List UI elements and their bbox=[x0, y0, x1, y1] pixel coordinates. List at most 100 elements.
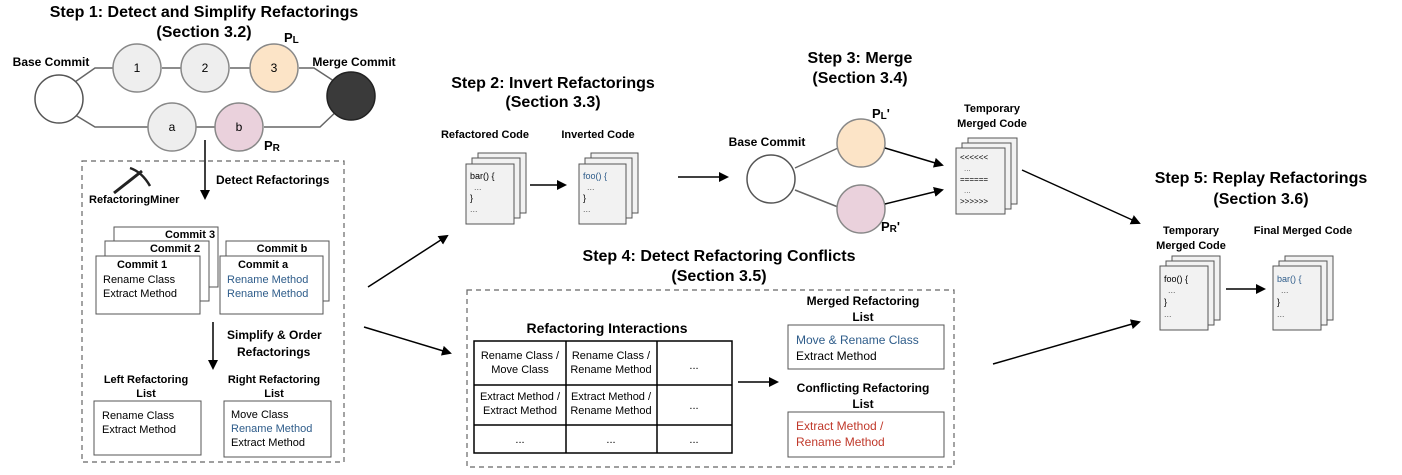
step5-title: Step 5: Replay Refactorings bbox=[1155, 170, 1368, 187]
step3-pl-label: PL' bbox=[872, 106, 890, 122]
commit-b-label: b bbox=[236, 120, 243, 134]
svg-text:...: ... bbox=[964, 186, 971, 195]
inverted-code-doc: foo() { ... } ... bbox=[578, 152, 639, 225]
svg-text:...: ... bbox=[1164, 309, 1172, 319]
commit-2-node bbox=[180, 43, 230, 93]
right-list-title: Right Refactoring bbox=[228, 374, 320, 386]
commit-a-title: Commit a bbox=[238, 259, 289, 271]
step1-section: (Section 3.2) bbox=[156, 24, 251, 41]
step5-temp-label: Temporary bbox=[1163, 225, 1220, 237]
step4-title: Step 4: Detect Refactoring Conflicts bbox=[583, 248, 856, 265]
commit-1-node bbox=[112, 43, 162, 93]
step3-pr-node bbox=[836, 184, 886, 234]
arrow-to-step2 bbox=[367, 234, 449, 288]
step5-section: (Section 3.6) bbox=[1213, 191, 1308, 208]
conflict-list-item: Extract Method / bbox=[796, 419, 884, 433]
inverted-code-label: Inverted Code bbox=[561, 129, 634, 141]
svg-text:Commit b: Commit b bbox=[257, 243, 308, 255]
table-cell: Extract Method / bbox=[571, 391, 652, 403]
svg-text:...: ... bbox=[1277, 309, 1285, 319]
merged-list-item: Move & Rename Class bbox=[796, 333, 919, 347]
temp-merged-code-doc: <<<<<< ... ====== ... >>>>>> bbox=[955, 137, 1018, 215]
step2-title: Step 2: Invert Refactorings bbox=[451, 75, 655, 92]
svg-text:...: ... bbox=[474, 182, 482, 192]
right-list-item: Move Class bbox=[231, 409, 289, 421]
table-cell: Extract Method bbox=[483, 405, 557, 417]
interactions-table bbox=[473, 340, 733, 454]
step3-base-commit-node bbox=[746, 154, 796, 204]
table-cell: Rename Class / bbox=[572, 350, 651, 362]
refactoringminer-label: RefactoringMiner bbox=[89, 194, 180, 206]
step4-dashed-box bbox=[466, 289, 955, 468]
svg-text:bar() {: bar() { bbox=[470, 171, 495, 181]
right-list-title: List bbox=[264, 388, 284, 400]
svg-text:...: ... bbox=[583, 204, 591, 214]
step1-pl-label: PL bbox=[284, 30, 299, 46]
commit-a-label: a bbox=[169, 120, 176, 134]
right-stack-item: Rename Method bbox=[227, 288, 308, 300]
svg-text:}: } bbox=[1277, 297, 1280, 307]
svg-text:<<<<<<: <<<<<< bbox=[960, 153, 988, 162]
step1-merge-commit-label: Merge Commit bbox=[312, 55, 395, 69]
left-refactoring-list-box bbox=[93, 400, 202, 456]
commit-3-node bbox=[249, 43, 299, 93]
final-merged-code-doc: bar() { ... } ... bbox=[1272, 255, 1334, 331]
step3-pr-label: PR' bbox=[881, 219, 900, 235]
table-cell: ... bbox=[515, 434, 524, 446]
interactions-table-title: Refactoring Interactions bbox=[526, 320, 687, 336]
right-list-item: Extract Method bbox=[231, 437, 305, 449]
step3-pl-node bbox=[836, 118, 886, 168]
arrow-to-step5-bottom bbox=[992, 319, 1141, 365]
svg-text:}: } bbox=[1164, 297, 1167, 307]
step3-section: (Section 3.4) bbox=[812, 70, 907, 87]
svg-text:foo() {: foo() { bbox=[583, 171, 607, 181]
step2-section: (Section 3.3) bbox=[505, 94, 600, 111]
arrow-to-step4 bbox=[363, 326, 452, 356]
conflict-list-title: List bbox=[852, 397, 873, 411]
step1-title: Step 1: Detect and Simplify Refactorings bbox=[50, 4, 359, 21]
right-refactoring-list-box bbox=[223, 400, 332, 458]
right-list-item: Rename Method bbox=[231, 423, 312, 435]
svg-text:======: ====== bbox=[960, 175, 988, 184]
table-cell: ... bbox=[689, 400, 698, 412]
refactored-code-label: Refactored Code bbox=[441, 129, 529, 141]
merged-list-title: List bbox=[852, 310, 873, 324]
table-cell: Extract Method / bbox=[480, 391, 561, 403]
simplify-label: Refactorings bbox=[237, 345, 311, 359]
svg-text:}: } bbox=[583, 193, 586, 203]
step1-pr-label: PR bbox=[264, 138, 281, 154]
temp-merged-label: Temporary bbox=[964, 103, 1021, 115]
svg-text:...: ... bbox=[1168, 285, 1176, 295]
left-list-item: Rename Class bbox=[102, 410, 175, 422]
left-stack-item: Rename Class bbox=[103, 274, 176, 286]
commit-1-title: Commit 1 bbox=[117, 259, 167, 271]
svg-text:foo() {: foo() { bbox=[1164, 274, 1188, 284]
merged-list-title: Merged Refactoring bbox=[807, 294, 920, 308]
commit-a-node bbox=[147, 102, 197, 152]
commit-1-label: 1 bbox=[134, 61, 141, 75]
table-cell: Rename Class / bbox=[481, 350, 560, 362]
step1-dashed-box bbox=[81, 160, 345, 463]
final-merged-label: Final Merged Code bbox=[1254, 225, 1352, 237]
svg-text:...: ... bbox=[964, 164, 971, 173]
svg-text:Commit 2: Commit 2 bbox=[150, 243, 200, 255]
table-cell: Rename Method bbox=[570, 364, 651, 376]
conflicting-refactoring-list-box bbox=[787, 411, 945, 458]
arrow-to-step5-top bbox=[1021, 169, 1141, 225]
right-commit-stack: Commit b Commit a Rename Method Rename M… bbox=[219, 240, 330, 315]
table-cell: Move Class bbox=[491, 364, 549, 376]
conflict-list-title: Conflicting Refactoring bbox=[797, 381, 930, 395]
left-commit-stack: Commit 3 Commit 2 Commit 1 Rename Class … bbox=[95, 226, 219, 315]
commit-b-node bbox=[214, 102, 264, 152]
svg-text:...: ... bbox=[470, 204, 478, 214]
conflict-list-item: Rename Method bbox=[796, 435, 885, 449]
step3-title: Step 3: Merge bbox=[808, 50, 913, 67]
left-list-item: Extract Method bbox=[102, 424, 176, 436]
merged-refactoring-list-box bbox=[787, 324, 945, 370]
simplify-label: Simplify & Order bbox=[227, 328, 322, 342]
detect-refactorings-label: Detect Refactorings bbox=[216, 173, 330, 187]
svg-text:...: ... bbox=[1281, 285, 1289, 295]
step3-commit-graph bbox=[794, 147, 839, 208]
table-cell: Rename Method bbox=[570, 405, 651, 417]
